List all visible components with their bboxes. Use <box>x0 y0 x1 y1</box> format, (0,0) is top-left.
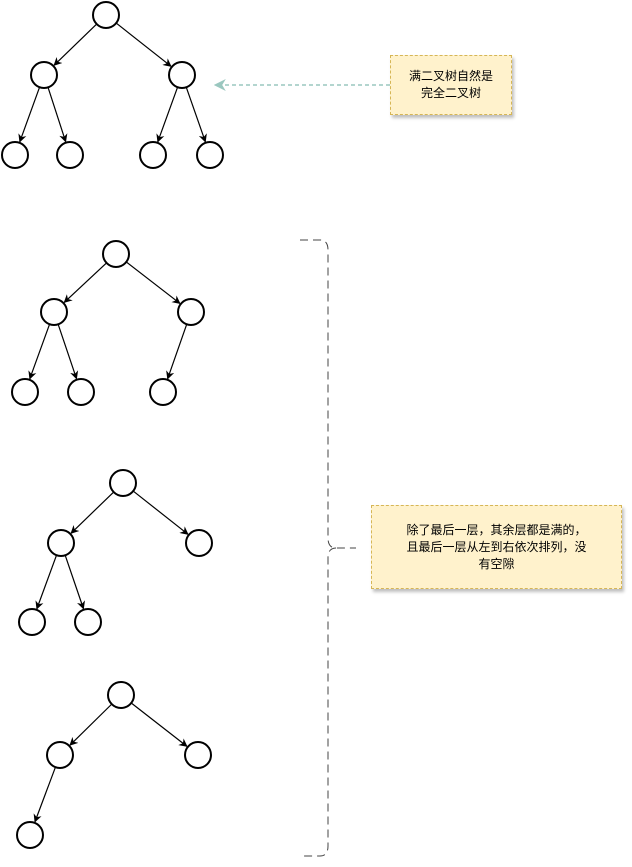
tree-edge <box>70 491 115 534</box>
tree-edge <box>47 87 68 143</box>
tree-edge <box>53 23 98 66</box>
tree-node <box>107 681 135 709</box>
tree-edge <box>132 490 189 535</box>
tree-node <box>109 469 137 497</box>
tree-edge <box>57 324 79 380</box>
tree-node <box>102 240 130 268</box>
tree-node <box>1 141 29 169</box>
full-tree <box>1 1 224 169</box>
complete-tree-5 <box>18 469 213 636</box>
tree-edge <box>64 555 86 610</box>
tree-edge <box>130 702 188 747</box>
tree-node <box>177 298 205 326</box>
tree-node <box>11 378 39 406</box>
tree-node <box>67 378 95 406</box>
tree-node <box>149 378 177 406</box>
tree-edge <box>69 703 113 746</box>
tree-edge <box>156 87 179 143</box>
tree-node <box>185 529 213 557</box>
tree-edge <box>115 22 172 67</box>
tree-node <box>196 141 224 169</box>
tree-edge <box>33 766 56 823</box>
tree-edge <box>185 87 207 143</box>
tree-node <box>139 141 167 169</box>
tree-node <box>168 61 196 89</box>
tree-node <box>46 741 74 769</box>
complete-tree-note: 除了最后一层，其余层都是满的， 且最后一层从左到右依次排列，没 有空隙 <box>371 505 622 589</box>
tree-node <box>74 608 102 636</box>
tree-edge <box>35 554 58 610</box>
tree-node <box>92 1 120 29</box>
full-tree-note: 满二叉树自然是 完全二叉树 <box>390 55 512 115</box>
tree-node <box>47 529 75 557</box>
complete-tree-6 <box>11 240 205 406</box>
tree-edge <box>28 324 51 380</box>
tree-node <box>16 821 44 849</box>
tree-node <box>56 141 84 169</box>
tree-node <box>184 741 212 769</box>
tree-edge <box>18 87 41 143</box>
tree-edge <box>63 262 107 304</box>
tree-edge <box>125 261 181 304</box>
tree-edge <box>166 324 188 380</box>
tree-node <box>18 608 46 636</box>
complete-tree-4 <box>16 681 212 849</box>
curly-brace <box>300 239 356 857</box>
tree-node <box>40 298 68 326</box>
tree-node <box>30 61 58 89</box>
